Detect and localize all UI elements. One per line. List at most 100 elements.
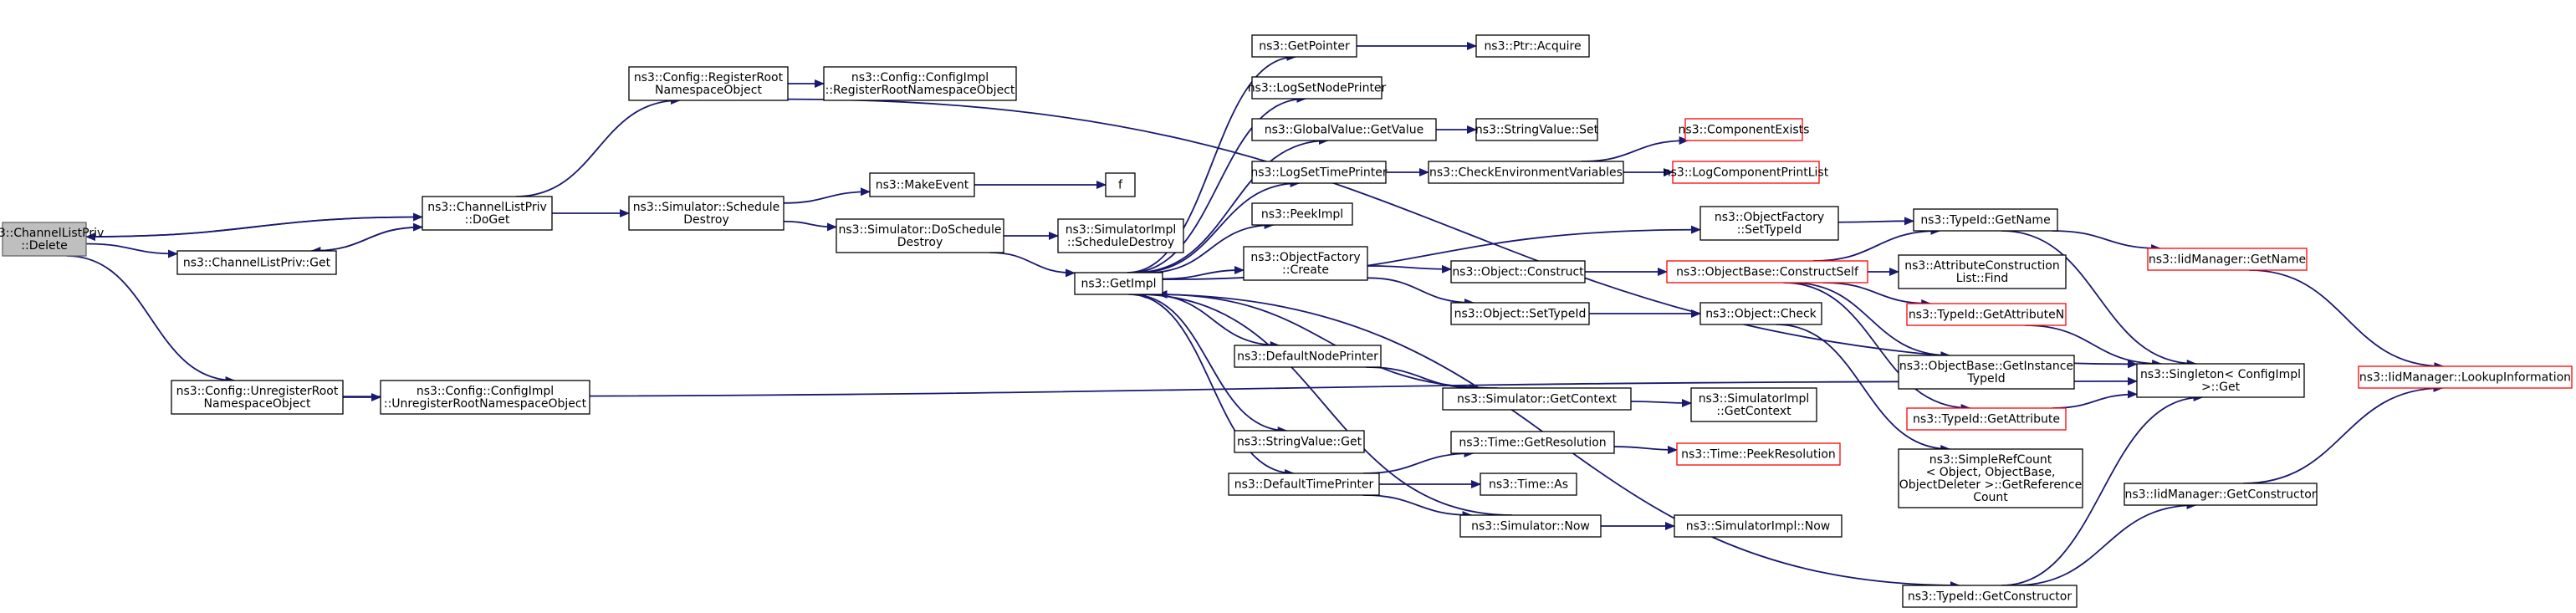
graph-node-f[interactable]: f — [1105, 172, 1136, 197]
graph-node-srefcount[interactable]: ns3::SimpleRefCount< Object, ObjectBase,… — [1898, 448, 2083, 508]
graph-node-ptr_acquire[interactable]: ns3::Ptr::Acquire — [1475, 34, 1590, 58]
graph-node-cfg_unreg[interactable]: ns3::Config::ConfigImpl::UnregisterRootN… — [380, 380, 590, 415]
graph-node-peekimpl[interactable]: ns3::PeekImpl — [1251, 202, 1353, 226]
node-box-iid_getconstructor[interactable] — [2124, 483, 2318, 506]
node-box-sim_now[interactable] — [1459, 514, 1602, 538]
node-box-time_getres[interactable] — [1450, 431, 1615, 454]
node-box-do_sched_destroy[interactable] — [836, 218, 1004, 253]
node-box-obj_check[interactable] — [1699, 302, 1822, 325]
graph-node-comp_exists[interactable]: ns3::ComponentExists — [1679, 118, 1810, 141]
node-box-sv_set[interactable] — [1475, 118, 1598, 141]
graph-node-typeid_getname[interactable]: ns3::TypeId::GetName — [1913, 208, 2058, 232]
graph-node-sv_get[interactable]: ns3::StringValue::Get — [1234, 430, 1365, 453]
node-box-simimpl_now[interactable] — [1674, 514, 1843, 538]
node-box-sim_getcontext[interactable] — [1442, 387, 1632, 411]
node-box-time_peekres[interactable] — [1676, 442, 1841, 466]
graph-node-of_create[interactable]: ns3::ObjectFactory::Create — [1243, 246, 1368, 281]
node-box-comp_exists[interactable] — [1684, 118, 1803, 141]
graph-node-obj_settypeid[interactable]: ns3::Object::SetTypeId — [1450, 302, 1590, 325]
node-box-of_create[interactable] — [1243, 246, 1368, 281]
node-box-make_event[interactable] — [869, 172, 975, 197]
node-box-f[interactable] — [1105, 172, 1136, 197]
graph-node-of_settypeid[interactable]: ns3::ObjectFactory::SetTypeId — [1699, 206, 1839, 241]
node-box-sv_get[interactable] — [1234, 430, 1365, 453]
node-box-ob_constructself[interactable] — [1666, 260, 1868, 284]
graph-node-getpointer[interactable]: ns3::GetPointer — [1251, 34, 1357, 58]
graph-node-simimpl_now[interactable]: ns3::SimulatorImpl::Now — [1674, 514, 1843, 538]
graph-node-typeid_getconstructor[interactable]: ns3::TypeId::GetConstructor — [1902, 585, 2078, 608]
graph-node-typeid_getattr[interactable]: ns3::TypeId::GetAttribute — [1906, 407, 2067, 431]
graph-node-log_comp_print[interactable]: ns3::LogComponentPrintList — [1664, 161, 1829, 184]
graph-node-delete[interactable]: ns3::ChannelListPriv::Delete — [0, 222, 104, 257]
graph-node-singleton_get[interactable]: ns3::Singleton< ConfigImpl>::Get — [2136, 363, 2305, 398]
graph-node-time_getres[interactable]: ns3::Time::GetResolution — [1450, 431, 1615, 454]
node-box-check_env[interactable] — [1428, 161, 1624, 184]
node-box-obj_construct[interactable] — [1450, 260, 1586, 284]
graph-node-check_env[interactable]: ns3::CheckEnvironmentVariables — [1428, 161, 1624, 184]
graph-node-getimpl[interactable]: ns3::GetImpl — [1074, 272, 1163, 295]
node-box-typeid_getconstructor[interactable] — [1902, 585, 2078, 608]
node-box-typeid_getname[interactable] — [1913, 208, 2058, 232]
graph-node-iid_getname[interactable]: ns3::IidManager::GetName — [2147, 248, 2308, 271]
node-box-gv_getvalue[interactable] — [1251, 118, 1437, 141]
graph-node-default_time_printer[interactable]: ns3::DefaultTimePrinter — [1228, 473, 1380, 496]
node-box-default_time_printer[interactable] — [1228, 473, 1380, 496]
node-box-simimpl_getcontext[interactable] — [1690, 387, 1817, 422]
node-box-delete[interactable] — [2, 222, 87, 257]
node-box-log_comp_print[interactable] — [1672, 161, 1820, 184]
graph-node-simimpl_sched[interactable]: ns3::SimulatorImpl::ScheduleDestroy — [1057, 218, 1184, 253]
node-box-log_time_printer[interactable] — [1251, 161, 1387, 184]
graph-node-doget[interactable]: ns3::ChannelListPriv::DoGet — [422, 196, 553, 231]
graph-node-clp_get[interactable]: ns3::ChannelListPriv::Get — [176, 250, 337, 275]
graph-node-sched_destroy[interactable]: ns3::Simulator::ScheduleDestroy — [628, 196, 785, 231]
graph-node-obj_construct[interactable]: ns3::Object::Construct — [1450, 260, 1586, 284]
graph-node-iid_lookup[interactable]: ns3::IidManager::LookupInformation — [2358, 365, 2573, 389]
graph-node-sim_now[interactable]: ns3::Simulator::Now — [1459, 514, 1602, 538]
graph-node-time_as[interactable]: ns3::Time::As — [1480, 473, 1577, 496]
node-box-peekimpl[interactable] — [1251, 202, 1353, 226]
graph-node-time_peekres[interactable]: ns3::Time::PeekResolution — [1676, 442, 1841, 466]
node-box-default_node_printer[interactable] — [1234, 345, 1382, 368]
graph-node-iid_getconstructor[interactable]: ns3::IidManager::GetConstructor — [2124, 483, 2318, 506]
graph-node-simimpl_getcontext[interactable]: ns3::SimulatorImpl::GetContext — [1690, 387, 1817, 422]
node-box-singleton_get[interactable] — [2136, 363, 2305, 398]
node-box-ob_getinst[interactable] — [1898, 355, 2075, 390]
node-box-ptr_acquire[interactable] — [1475, 34, 1590, 58]
node-box-getimpl[interactable] — [1074, 272, 1163, 295]
graph-node-cfg_reg[interactable]: ns3::Config::ConfigImpl::RegisterRootNam… — [823, 66, 1017, 101]
node-box-getpointer[interactable] — [1251, 34, 1357, 58]
node-box-cfg_reg[interactable] — [823, 66, 1017, 101]
node-box-typeid_getattrn[interactable] — [1906, 303, 2067, 326]
node-box-of_settypeid[interactable] — [1699, 206, 1839, 241]
node-box-iid_getname[interactable] — [2147, 248, 2308, 271]
graph-node-sim_getcontext[interactable]: ns3::Simulator::GetContext — [1442, 387, 1632, 411]
graph-node-log_time_printer[interactable]: ns3::LogSetTimePrinter — [1250, 161, 1388, 184]
node-box-sched_destroy[interactable] — [628, 196, 785, 231]
node-box-simimpl_sched[interactable] — [1057, 218, 1184, 253]
node-box-cfg_unreg[interactable] — [380, 380, 590, 415]
node-box-reg_root[interactable] — [628, 66, 789, 101]
graph-node-unreg_root[interactable]: ns3::Config::UnregisterRootNamespaceObje… — [171, 380, 344, 415]
graph-node-default_node_printer[interactable]: ns3::DefaultNodePrinter — [1234, 345, 1382, 368]
node-box-log_node_printer[interactable] — [1251, 76, 1383, 100]
graph-node-make_event[interactable]: ns3::MakeEvent — [869, 172, 975, 197]
graph-node-obj_check[interactable]: ns3::Object::Check — [1699, 302, 1822, 325]
graph-node-sv_set[interactable]: ns3::StringValue::Set — [1475, 118, 1599, 141]
node-box-srefcount[interactable] — [1898, 448, 2083, 508]
graph-node-log_node_printer[interactable]: ns3::LogSetNodePrinter — [1248, 76, 1387, 100]
node-box-clp_get[interactable] — [176, 250, 337, 275]
graph-node-typeid_getattrn[interactable]: ns3::TypeId::GetAttributeN — [1906, 303, 2067, 326]
graph-node-reg_root[interactable]: ns3::Config::RegisterRootNamespaceObject — [628, 66, 789, 101]
node-box-unreg_root[interactable] — [171, 380, 344, 415]
node-box-iid_lookup[interactable] — [2358, 365, 2573, 389]
graph-node-ob_constructself[interactable]: ns3::ObjectBase::ConstructSelf — [1666, 260, 1868, 284]
node-box-doget[interactable] — [422, 196, 553, 231]
graph-node-gv_getvalue[interactable]: ns3::GlobalValue::GetValue — [1251, 118, 1437, 141]
node-box-time_as[interactable] — [1480, 473, 1577, 496]
node-box-attr_find[interactable] — [1898, 254, 2067, 289]
node-box-obj_settypeid[interactable] — [1450, 302, 1590, 325]
node-box-typeid_getattr[interactable] — [1906, 407, 2067, 431]
